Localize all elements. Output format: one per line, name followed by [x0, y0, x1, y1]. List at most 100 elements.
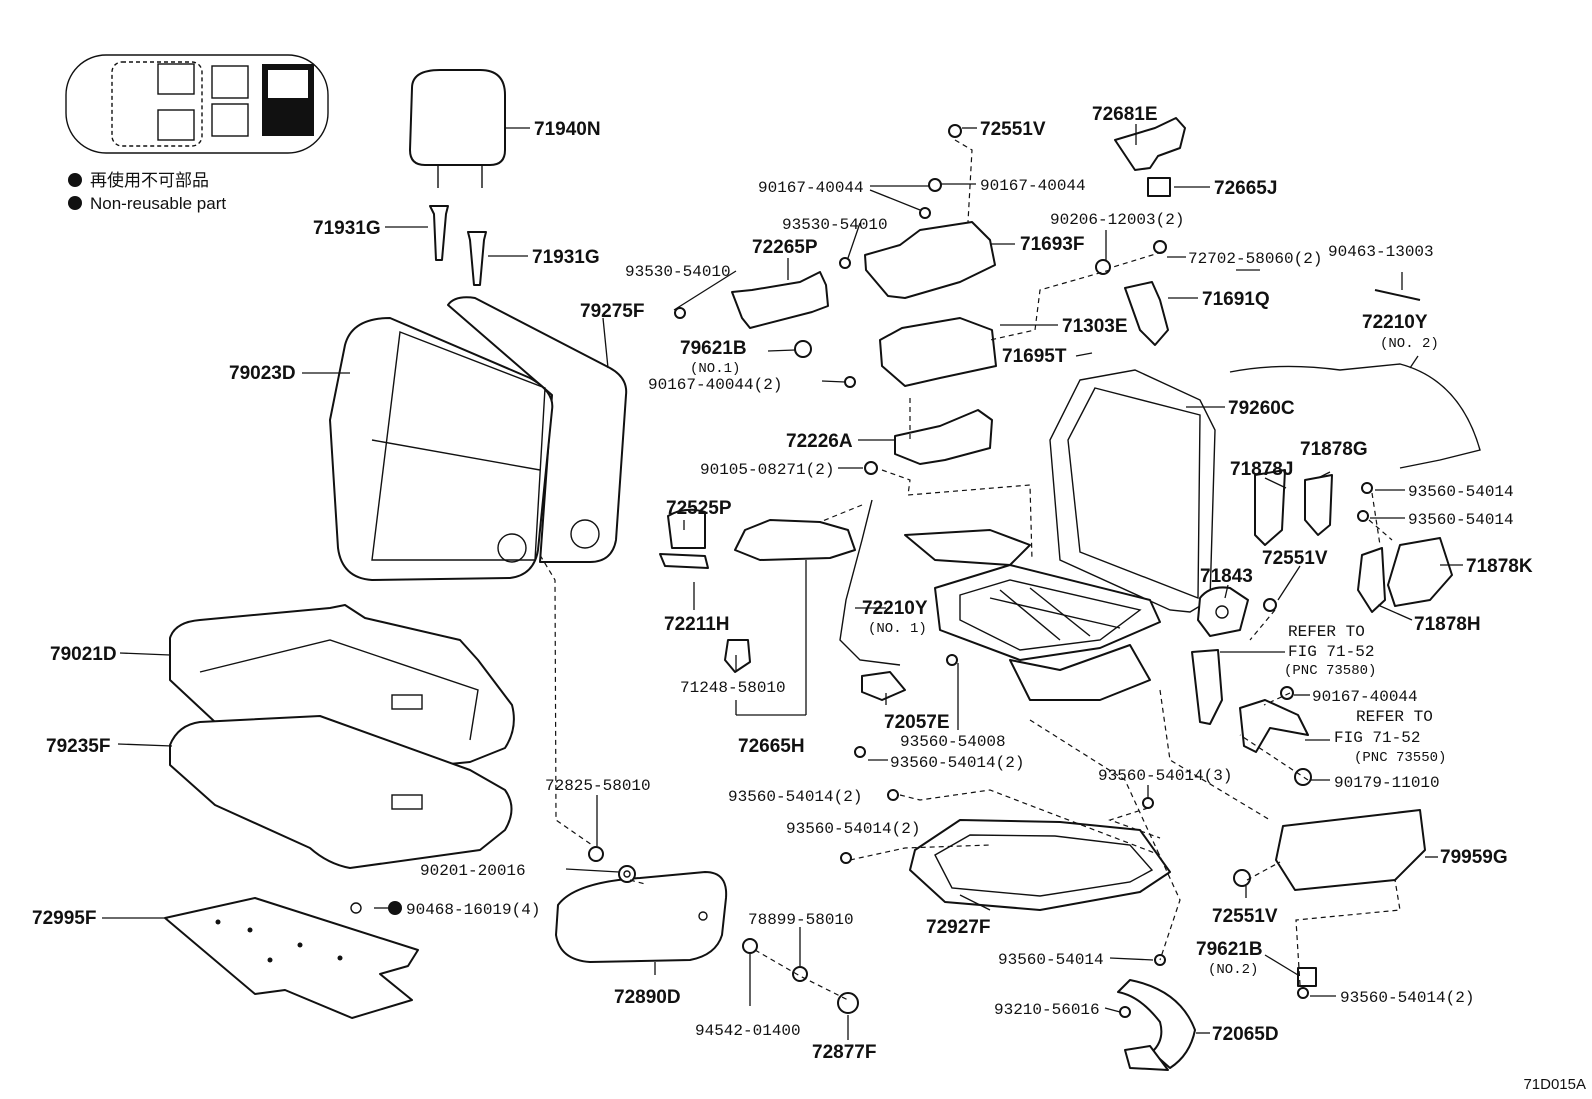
label-72065D: 72065D [1212, 1024, 1279, 1045]
figure-code: 71D015A [1523, 1076, 1586, 1093]
label-71878G: 71878G [1300, 439, 1368, 460]
label-72927F: 72927F [926, 917, 990, 938]
label-93530-a: 93530-54010 [782, 216, 888, 234]
label-72825: 72825-58010 [545, 777, 651, 795]
label-79235F: 79235F [46, 736, 110, 757]
label-90105: 90105-08271(2) [700, 461, 834, 479]
label-93560-14a: 93560-54014 [1408, 483, 1514, 501]
label-72890D: 72890D [614, 987, 681, 1008]
label-72551V-top: 72551V [980, 119, 1046, 140]
label-72702: 72702-58060(2) [1188, 250, 1322, 268]
label-72665H: 72665H [738, 736, 805, 757]
non-reusable-dot-icon [68, 196, 82, 210]
label-pnc-2: (PNC 73550) [1354, 750, 1446, 766]
legend-jp-text: 再使用不可部品 [90, 171, 209, 190]
label-93530-b: 93530-54010 [625, 263, 731, 281]
label-pnc-1: (PNC 73580) [1284, 663, 1376, 679]
label-93560-14-3: 93560-54014(3) [1098, 767, 1232, 785]
trim-cover-icons [659, 469, 1453, 987]
label-94542: 94542-01400 [695, 1022, 801, 1040]
label-79621B-2-sub: (NO.2) [1208, 962, 1258, 978]
label-refer-2: REFER TO [1356, 708, 1433, 726]
label-93210: 93210-56016 [994, 1001, 1100, 1019]
label-90167-c: 90167-40044(2) [648, 376, 782, 394]
label-71878K: 71878K [1466, 556, 1533, 577]
label-93560-14-2d: 93560-54014(2) [1340, 989, 1474, 1007]
label-93560-14b: 93560-54014 [1408, 511, 1514, 529]
label-79621B-1: 79621B [680, 338, 747, 359]
seatback-icon [329, 296, 628, 581]
label-72525P: 72525P [666, 498, 732, 519]
strap-icon [1117, 979, 1196, 1071]
label-79959G: 79959G [1440, 847, 1508, 868]
label-72210Y-1-sub: (NO. 1) [868, 621, 927, 637]
label-72551V-bot: 72551V [1212, 906, 1278, 927]
undercover-plate-icon [164, 897, 419, 1019]
fastener-icons [350, 124, 1373, 1018]
label-90167-b: 90167-40044 [980, 177, 1086, 195]
vehicle-locator-icon [65, 54, 329, 154]
label-72551V-mid: 72551V [1262, 548, 1328, 569]
label-72681E: 72681E [1092, 104, 1158, 125]
hinge-bracket-icons [731, 117, 1186, 465]
label-71695T: 71695T [1002, 346, 1067, 367]
label-93560-14-2c: 93560-54014(2) [786, 820, 920, 838]
label-fig-1: FIG 71-52 [1288, 643, 1374, 661]
armrest-icon [555, 871, 728, 963]
label-72210Y-1: 72210Y [862, 598, 928, 619]
lower-frame-icon [909, 819, 1171, 911]
label-71931G-b: 71931G [532, 247, 600, 268]
label-79621B-2: 79621B [1196, 939, 1263, 960]
label-79260C: 79260C [1228, 398, 1295, 419]
release-cable-icons [839, 289, 1481, 666]
part-labels: 71940N 71931G 71931G 79275F 79023D 79021… [32, 104, 1533, 1063]
label-78899: 78899-58010 [748, 911, 854, 929]
label-93560-14-2a: 93560-54014(2) [890, 754, 1024, 772]
label-72995F: 72995F [32, 908, 96, 929]
label-93560-14c: 93560-54014 [998, 951, 1104, 969]
label-72265P: 72265P [752, 237, 818, 258]
label-71248: 71248-58010 [680, 679, 786, 697]
label-72210Y-2: 72210Y [1362, 312, 1428, 333]
dashed-relation-lines [539, 139, 1401, 1001]
label-72210Y-2-sub: (NO. 2) [1380, 336, 1439, 352]
leader-lines [102, 124, 1463, 1040]
label-71940N: 71940N [534, 119, 601, 140]
label-refer-1: REFER TO [1288, 623, 1365, 641]
label-90463: 90463-13003 [1328, 243, 1434, 261]
label-90167-d: 90167-40044 [1312, 688, 1418, 706]
label-71931G-a: 71931G [313, 218, 381, 239]
label-90206: 90206-12003(2) [1050, 211, 1184, 229]
legend-jp: 再使用不可部品 [68, 170, 209, 192]
label-93560-14-2b: 93560-54014(2) [728, 788, 862, 806]
label-72226A: 72226A [786, 431, 853, 452]
label-71843: 71843 [1200, 566, 1253, 587]
label-93560-08: 93560-54008 [900, 733, 1006, 751]
label-79021D: 79021D [50, 644, 117, 665]
non-reusable-dot-icon [68, 173, 82, 187]
seat-cushion-icon [169, 604, 515, 869]
legend-en: Non-reusable part [68, 193, 226, 215]
label-72211H: 72211H [664, 614, 730, 635]
seat-frame-icon [904, 369, 1216, 701]
label-90201: 90201-20016 [420, 862, 526, 880]
headrest-guide-icon [429, 205, 487, 286]
label-72877F: 72877F [812, 1042, 876, 1063]
label-71693F: 71693F [1020, 234, 1084, 255]
label-79621B-1-sub: (NO.1) [690, 361, 740, 377]
label-72057E: 72057E [884, 712, 950, 733]
label-71691Q: 71691Q [1202, 289, 1270, 310]
label-79023D: 79023D [229, 363, 296, 384]
legend-en-text: Non-reusable part [90, 194, 227, 213]
headrest-icon [409, 69, 506, 188]
label-79275F: 79275F [580, 301, 644, 322]
label-71878H: 71878H [1414, 614, 1481, 635]
label-fig-2: FIG 71-52 [1334, 729, 1420, 747]
label-72665J: 72665J [1214, 178, 1277, 199]
label-90167-a: 90167-40044 [758, 179, 864, 197]
label-90179: 90179-11010 [1334, 774, 1440, 792]
label-71303E: 71303E [1062, 316, 1128, 337]
label-90468: 90468-16019(4) [406, 901, 540, 919]
label-71878J: 71878J [1230, 459, 1293, 480]
